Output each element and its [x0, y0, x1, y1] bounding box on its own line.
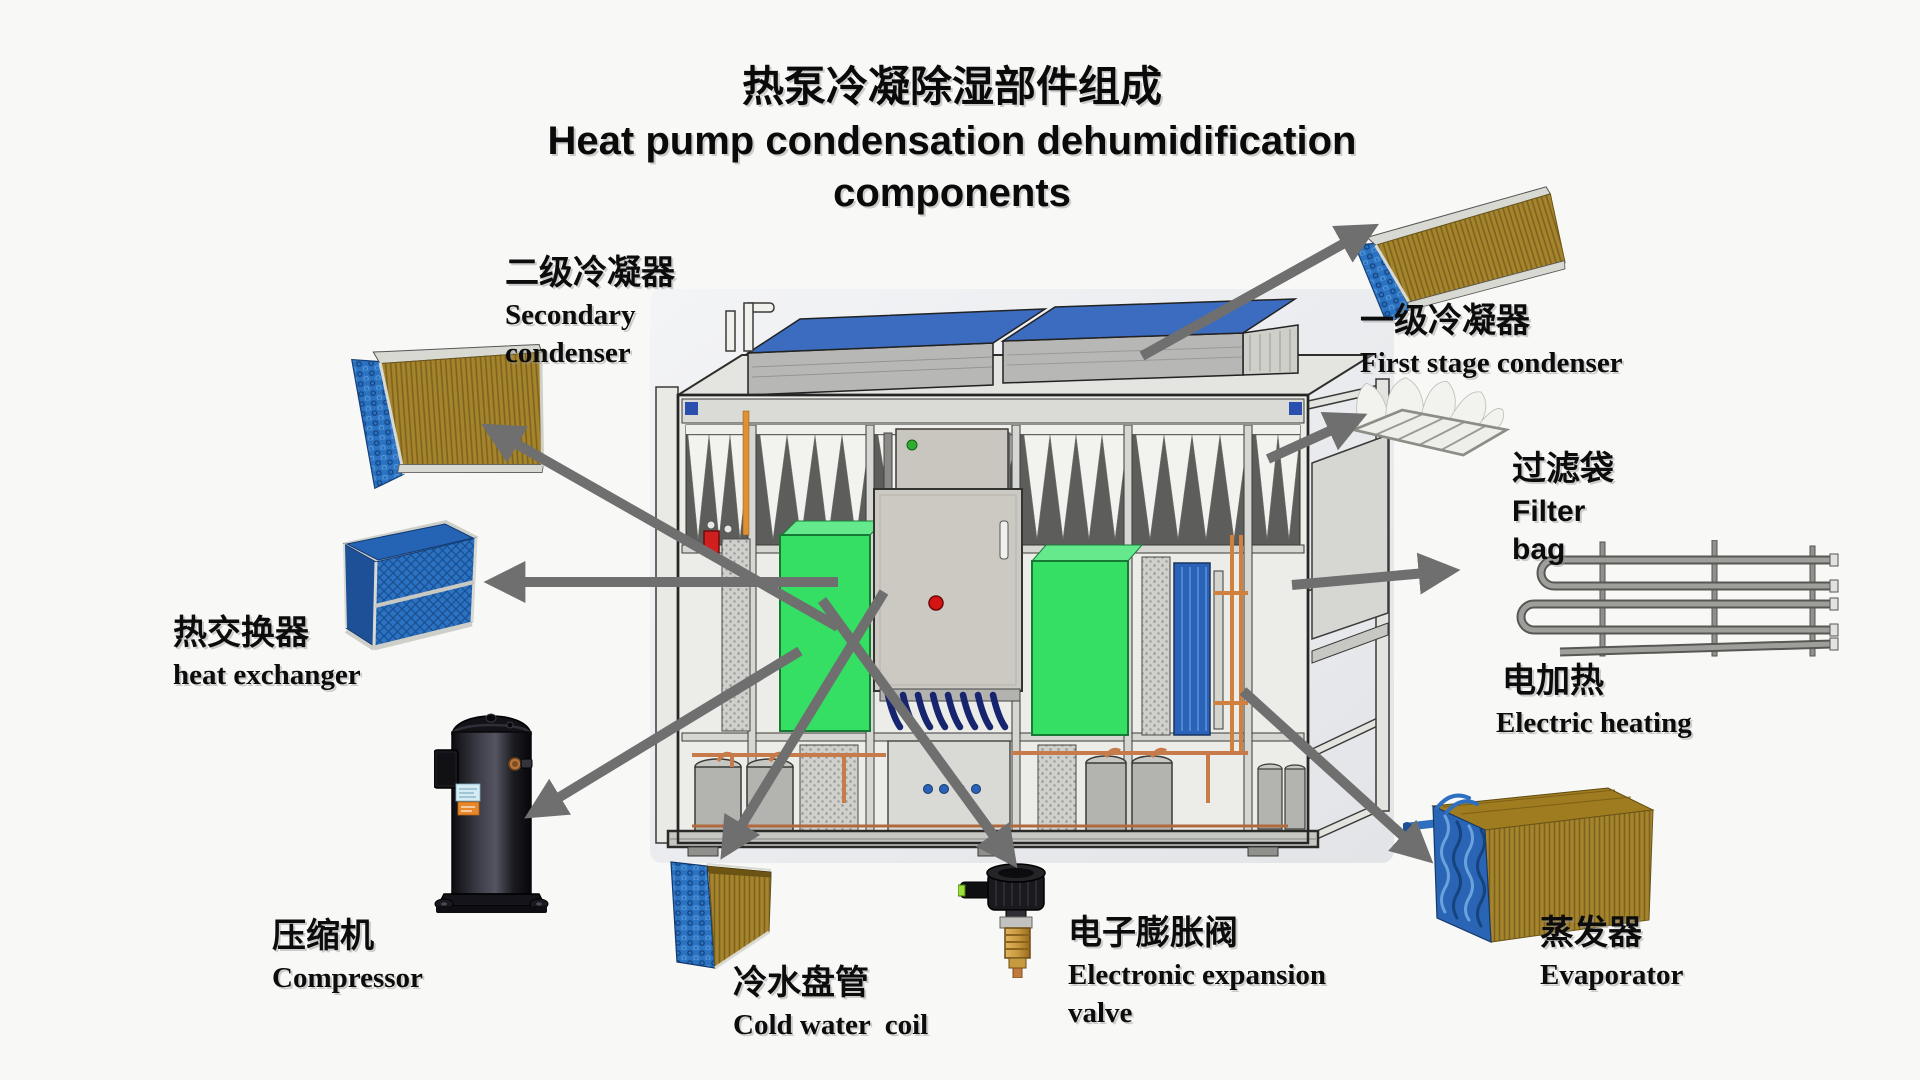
first-stage-condenser-illustration — [1355, 186, 1566, 320]
label-expansion-valve-en1: Electronic expansion — [1068, 958, 1327, 991]
label-compressor-en1: Compressor — [272, 961, 423, 994]
label-cold-water-coil-zh: 冷水盘管 — [733, 965, 869, 1002]
label-compressor: 压缩机 Compressor — [272, 915, 423, 998]
label-evaporator-en1: Evaporator — [1540, 958, 1684, 991]
label-secondary-condenser-en1: Secondary — [505, 298, 636, 331]
filter-bag-illustration — [1350, 377, 1510, 457]
label-secondary-condenser-zh: 二级冷凝器 — [505, 255, 675, 292]
machine-unit-illustration — [650, 289, 1394, 863]
label-secondary-condenser-en2: condenser — [505, 336, 631, 369]
label-electric-heating-zh: 电加热 — [1502, 663, 1604, 700]
label-first-condenser-zh: 一级冷凝器 — [1360, 303, 1530, 340]
heat-exchanger-illustration — [342, 520, 479, 651]
label-compressor-zh: 压缩机 — [272, 918, 374, 955]
label-expansion-valve-zh: 电子膨胀阀 — [1068, 915, 1238, 952]
label-heat-exchanger-en1: heat exchanger — [173, 658, 361, 691]
compressor-illustration — [434, 713, 549, 913]
page-title-en-1: Heat pump condensation dehumidification — [547, 118, 1357, 163]
label-secondary-condenser: 二级冷凝器 Secondary condenser — [505, 252, 675, 372]
page-title-en-2: components — [833, 170, 1071, 215]
evaporator-illustration — [1403, 787, 1655, 943]
label-first-condenser: 一级冷凝器 First stage condenser — [1360, 300, 1623, 383]
label-evaporator-zh: 蒸发器 — [1540, 915, 1642, 952]
label-electric-heating-en1: Electric heating — [1496, 706, 1692, 739]
label-expansion-valve: 电子膨胀阀 Electronic expansion valve — [1068, 912, 1326, 1032]
label-evaporator: 蒸发器 Evaporator — [1540, 912, 1683, 995]
electric-heating-illustration — [1516, 540, 1839, 657]
label-expansion-valve-en2: valve — [1068, 996, 1133, 1029]
expansion-valve-illustration — [958, 863, 1046, 978]
label-heat-exchanger: 热交换器 heat exchanger — [173, 612, 361, 695]
cold-water-coil-illustration — [670, 861, 772, 970]
label-filter-bag-en2: bag — [1512, 532, 1566, 566]
label-filter-bag-en1: Filter — [1512, 494, 1586, 528]
page-title-zh: 热泵冷凝除湿部件组成 — [741, 65, 1162, 111]
label-cold-water-coil-en1: Cold water coil — [733, 1008, 929, 1041]
label-heat-exchanger-zh: 热交换器 — [173, 615, 309, 652]
label-filter-bag-zh: 过滤袋 — [1512, 451, 1614, 488]
label-cold-water-coil: 冷水盘管 Cold water coil — [733, 962, 928, 1045]
label-filter-bag: 过滤袋 Filter bag — [1512, 448, 1614, 568]
label-first-condenser-en1: First stage condenser — [1360, 346, 1623, 379]
label-electric-heating: 电加热 Electric heating — [1496, 660, 1692, 743]
title-block: 热泵冷凝除湿部件组成 Heat pump condensation dehumi… — [0, 62, 1904, 219]
